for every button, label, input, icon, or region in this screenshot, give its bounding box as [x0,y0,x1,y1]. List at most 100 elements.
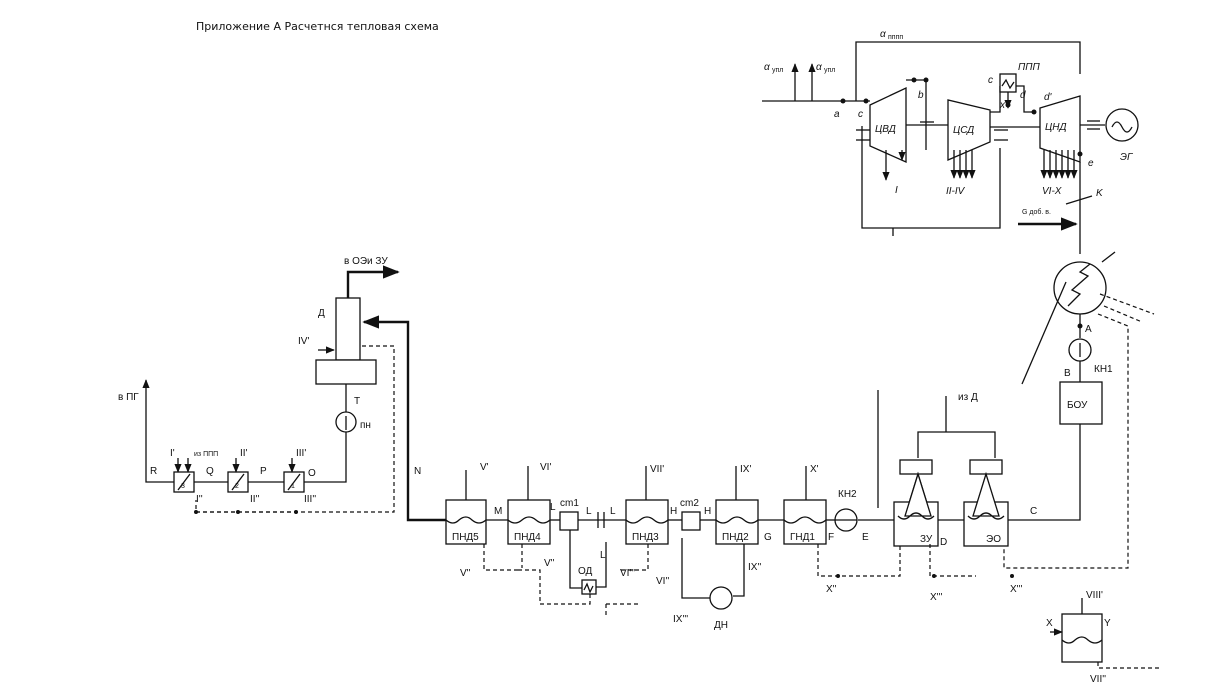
svg-text:E: E [862,532,869,543]
svg-text:b: b [918,90,924,101]
svg-text:ППП: ППП [1018,62,1040,73]
svg-text:упл: упл [772,67,783,74]
svg-text:1: 1 [291,483,295,490]
condenser-section: A КН1 B БОУ C [998,251,1155,569]
svg-text:X''': X''' [1010,584,1022,595]
svg-text:C: C [1030,506,1037,517]
svg-text:ЭГ: ЭГ [1120,152,1134,163]
deaerator-column [335,297,361,361]
svg-text:пн: пн [360,420,371,431]
svg-text:Q: Q [206,466,214,477]
svg-text:VI'': VI'' [656,576,669,587]
drain-cooler [581,579,597,595]
svg-text:c: c [858,109,863,120]
svg-text:x: x [999,100,1006,111]
svg-text:R: R [150,466,157,477]
svg-text:VII'': VII'' [1090,674,1106,685]
svg-text:d': d' [1044,92,1053,103]
svg-text:II-IV: II-IV [946,186,966,197]
turbine-section: α упл α упл α пппп a c ЦВД I b ЦСД II-IV [762,29,1139,254]
svg-text:IX''': IX''' [673,614,688,625]
svg-text:V': V' [480,462,489,473]
mixer-1 [559,511,579,531]
svg-text:в ПГ: в ПГ [118,392,139,403]
svg-text:Y: Y [1104,618,1111,629]
svg-text:ОД: ОД [578,566,593,577]
svg-text:VI-X: VI-X [1042,186,1062,197]
svg-text:F: F [828,532,834,543]
svg-text:X: X [1046,618,1053,629]
svg-text:ЦНД: ЦНД [1045,122,1067,133]
svg-text:H: H [670,506,677,517]
svg-text:2: 2 [235,483,239,490]
svg-text:IX': IX' [740,464,751,475]
svg-text:M: M [494,506,502,517]
svg-text:ДН: ДН [714,620,728,631]
lp-heater-4 [507,499,551,545]
svg-text:D: D [940,537,947,548]
svg-text:H: H [704,506,711,517]
svg-text:в ОЭи ЗУ: в ОЭи ЗУ [344,256,388,267]
svg-text:L: L [600,550,606,561]
ejector-zu-head [899,459,933,475]
svg-text:IV': IV' [298,336,309,347]
alpha-top-label: α [880,29,886,40]
aux-heater [1061,613,1103,663]
svg-text:cm2: cm2 [680,498,699,509]
svg-text:cm1: cm1 [560,498,579,509]
svg-text:VII': VII' [650,464,664,475]
alpha-upl-label: α [764,62,770,73]
svg-text:ПНД4: ПНД4 [514,532,541,543]
condensate-to-deaerator-line [362,315,446,522]
svg-text:ГНД1: ГНД1 [790,532,815,543]
svg-text:I': I' [170,448,175,459]
generator [1105,108,1139,142]
deaerator-section: в ОЭи ЗУ Д IV' Т пн [195,256,400,513]
svg-text:упл: упл [824,67,835,74]
svg-text:Д: Д [318,308,325,319]
svg-text:K: K [1096,188,1104,199]
svg-text:VIII': VIII' [1086,590,1103,601]
svg-text:III'': III'' [304,494,316,505]
drain-pump [709,586,733,610]
ejector-section: из Д ЗУ ЭО D [877,390,1009,548]
lp-heater-2 [715,499,759,545]
hp-heater-section: в ПГ 3 2 1 I' из ППП II' III' R Q P O I'… [118,379,316,514]
svg-text:N: N [414,466,421,477]
condenser [1053,261,1107,315]
svg-text:III': III' [296,448,306,459]
svg-text:пппп: пппп [888,34,903,41]
svg-text:ЗУ: ЗУ [920,534,933,545]
svg-text:VI''': VI''' [620,568,635,579]
aux-heater-section: VIII' X Y VII'' [1046,590,1162,685]
svg-text:ЦВД: ЦВД [875,124,896,135]
hp-cylinder [869,86,907,164]
svg-text:VI': VI' [540,462,551,473]
svg-text:КН1: КН1 [1094,364,1113,375]
svg-text:ЭО: ЭО [986,534,1001,545]
svg-text:БОУ: БОУ [1067,400,1088,411]
svg-text:X': X' [810,464,819,475]
svg-text:a: a [834,109,840,120]
svg-text:ПНД2: ПНД2 [722,532,749,543]
svg-text:B: B [1064,368,1071,379]
svg-text:e: e [1088,158,1094,169]
lp-heater-1 [783,499,827,545]
deaerator-tank [315,359,377,385]
svg-text:X''': X''' [930,592,942,603]
svg-text:II'': II'' [250,494,259,505]
bou-box [1059,381,1103,425]
svg-text:L: L [550,502,556,513]
svg-text:из ППП: из ППП [194,451,218,458]
svg-text:3: 3 [181,483,185,490]
ip-cylinder [947,99,991,161]
svg-text:из Д: из Д [958,392,978,403]
svg-text:ПНД5: ПНД5 [452,532,479,543]
lp-heater-train: КН2 E F ГНД1 X' G ПНД2 IX' IX'' ДН IX'''… [362,315,1022,631]
svg-text:Т: Т [354,396,360,407]
svg-text:G доб. в.: G доб. в. [1022,208,1051,216]
svg-text:G: G [764,532,772,543]
svg-text:A: A [1085,324,1092,335]
svg-text:d: d [1020,90,1026,101]
